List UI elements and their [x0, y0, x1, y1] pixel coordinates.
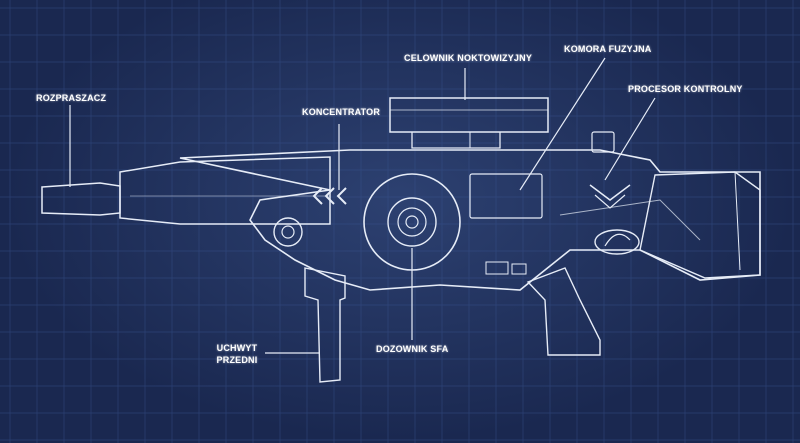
leader-komora: [519, 57, 606, 191]
label-celownik-noktowizyjny: CELOWNIK NOKTOWIZYJNY: [404, 53, 533, 63]
koncentrator-chevrons: [312, 187, 347, 205]
label-koncentrator: KONCENTRATOR: [302, 107, 381, 117]
front-grip: [304, 267, 346, 383]
leader-lines: [69, 57, 656, 354]
label-dozownik-sfa: DOZOWNIK SFA: [376, 344, 449, 354]
label-rozpraszacz: ROZPRASZACZ: [36, 93, 107, 103]
rear-grip: [526, 267, 601, 356]
gear: [273, 217, 303, 247]
label-komora-fuzyjna: KOMORA FUZYJNA: [564, 44, 652, 54]
leader-procesor: [604, 97, 656, 181]
scope: [389, 97, 549, 149]
barrel: [41, 156, 331, 225]
receiver-body: [179, 131, 761, 291]
label-uchwyt-line2: PRZEDNI: [216, 355, 258, 365]
label-uchwyt-line1: UCHWYT: [216, 343, 258, 353]
label-uchwyt-przedni: UCHWYT PRZEDNI: [210, 342, 264, 366]
label-procesor-kontrolny: PROCESOR KONTROLNY: [628, 84, 743, 94]
